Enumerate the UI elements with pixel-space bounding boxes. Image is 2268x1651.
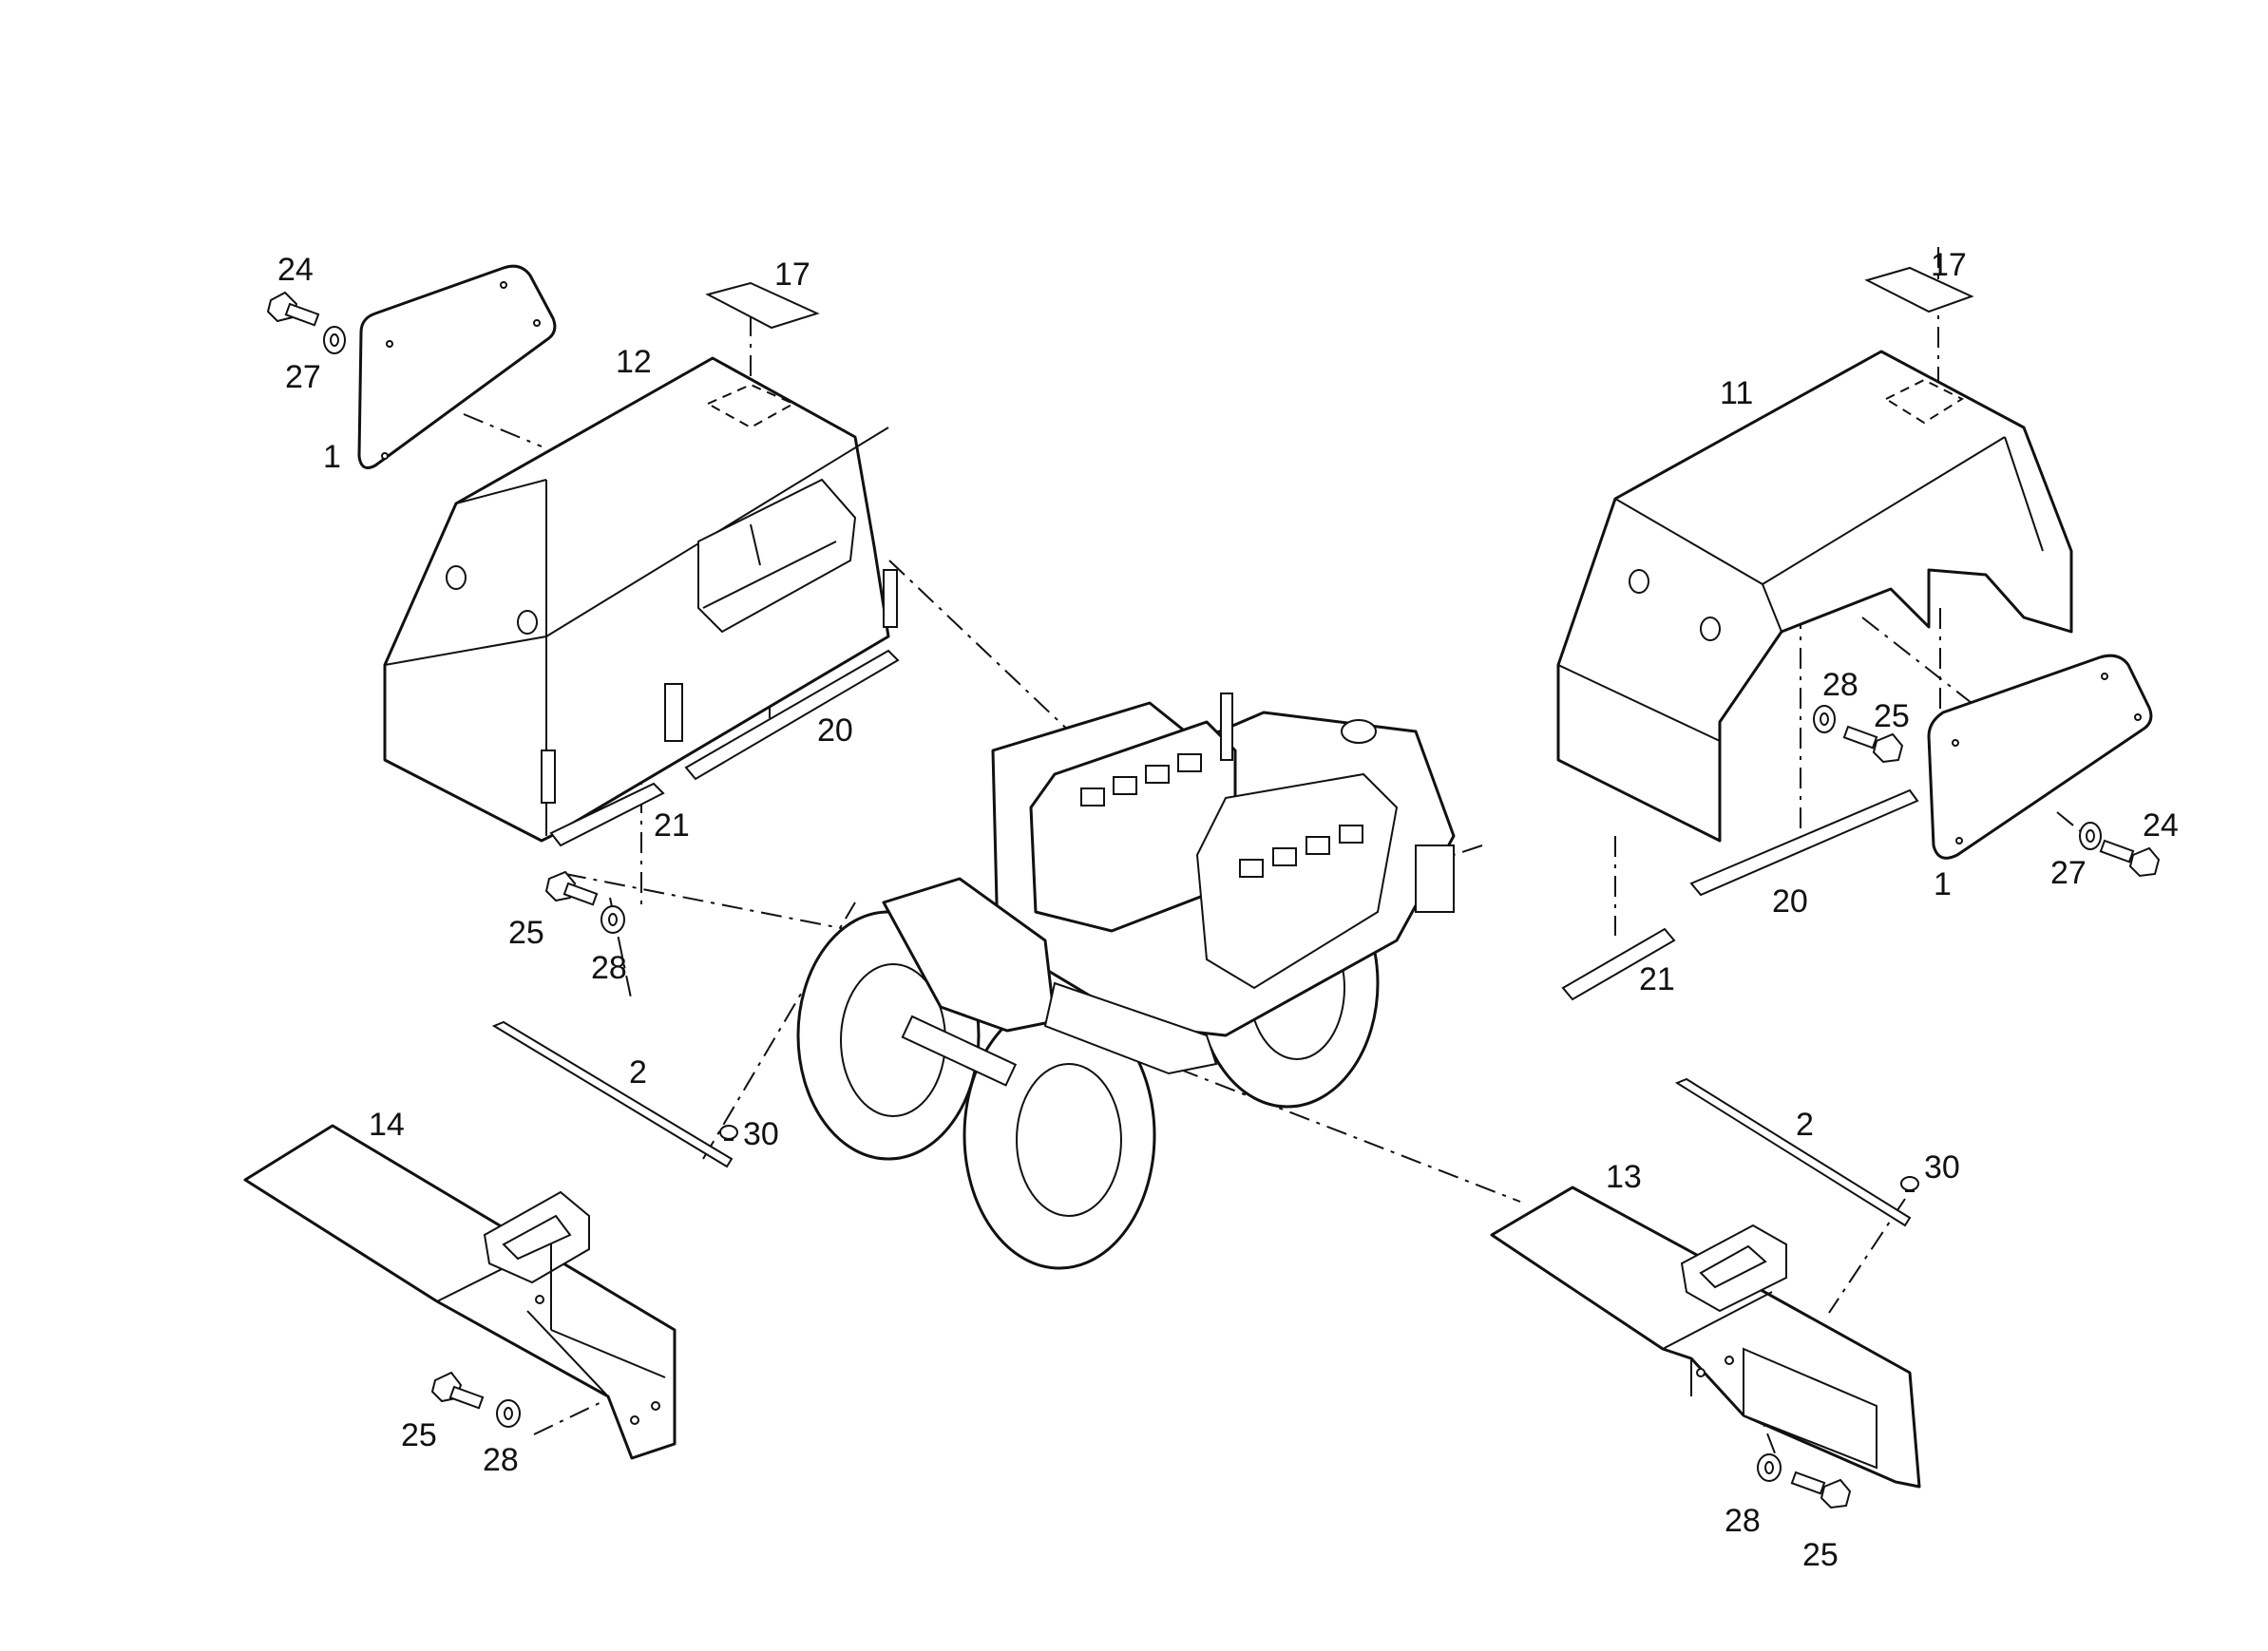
- callout-20-right: 20: [1772, 883, 1808, 920]
- callout-12: 12: [616, 344, 652, 380]
- left-decal-part-17: [705, 281, 820, 330]
- callout-13: 13: [1606, 1159, 1642, 1195]
- right-front-fender-part-13: [1490, 1186, 1921, 1489]
- left-bolt-25-lower: [430, 1371, 485, 1410]
- right-bolt-25-upper: [1842, 725, 1904, 764]
- callout-1-left: 1: [323, 439, 341, 475]
- callout-17-left: 17: [774, 256, 810, 293]
- right-strip-part-2: [1674, 1077, 1912, 1227]
- left-bolt-25-upper: [544, 870, 599, 906]
- right-washer-28-lower: [1757, 1453, 1782, 1482]
- right-rear-fender-part-11: [1556, 350, 2073, 843]
- callout-17-right: 17: [1931, 247, 1967, 283]
- left-strip-part-21: [549, 782, 665, 847]
- left-washer-28-upper: [600, 905, 625, 934]
- right-strip-part-20: [1689, 788, 1919, 897]
- callout-11: 11: [1720, 375, 1753, 411]
- left-rear-fender-part-12: [383, 356, 898, 843]
- callout-28-lower-right: 28: [1725, 1503, 1761, 1539]
- callout-labels: 24 27 1 12 17 20 21 25 28 2 30 14 25 28 …: [277, 247, 2179, 1573]
- callout-14: 14: [369, 1107, 405, 1143]
- callout-21-left: 21: [654, 807, 690, 844]
- right-strip-part-21: [1561, 927, 1676, 1001]
- right-decal-part-17: [1864, 266, 1974, 313]
- callout-27-right: 27: [2050, 855, 2087, 891]
- callout-24-right: 24: [2143, 807, 2179, 844]
- callout-24-left: 24: [277, 252, 314, 288]
- left-screw-30: [719, 1125, 738, 1141]
- callout-28-lower-left: 28: [483, 1442, 519, 1478]
- right-bolt-25-lower: [1790, 1471, 1852, 1509]
- right-washer-27: [2079, 822, 2102, 850]
- right-bolt-24: [2099, 839, 2161, 878]
- callout-1-right: 1: [1934, 866, 1952, 902]
- callout-25-lower-left: 25: [401, 1417, 437, 1453]
- left-washer-28-lower: [496, 1399, 521, 1428]
- left-washer-27: [323, 326, 346, 354]
- right-screw-30: [1900, 1176, 1919, 1192]
- left-cover-plate-part-1: [357, 264, 557, 469]
- left-bolt-24: [266, 291, 320, 327]
- callout-28-upper-left: 28: [591, 950, 627, 986]
- right-cover-plate-part-1: [1927, 654, 2153, 860]
- callout-30-left: 30: [743, 1116, 779, 1152]
- callout-21-right: 21: [1639, 961, 1675, 997]
- callout-2-left: 2: [629, 1054, 647, 1091]
- left-strip-part-2: [491, 1020, 734, 1168]
- vehicle-tractor: [796, 693, 1456, 1270]
- callout-20-left: 20: [817, 712, 853, 749]
- callout-25-lower-right: 25: [1802, 1537, 1839, 1573]
- left-strip-part-20: [684, 649, 900, 781]
- callout-27-left: 27: [285, 359, 321, 395]
- left-front-fender-part-14: [243, 1124, 677, 1460]
- callout-25-upper-right: 25: [1874, 698, 1910, 734]
- callout-2-right: 2: [1796, 1107, 1814, 1143]
- right-washer-28-upper: [1813, 705, 1836, 733]
- callout-28-upper-right: 28: [1822, 667, 1858, 703]
- callout-25-upper-left: 25: [508, 915, 544, 951]
- callout-30-right: 30: [1924, 1149, 1960, 1186]
